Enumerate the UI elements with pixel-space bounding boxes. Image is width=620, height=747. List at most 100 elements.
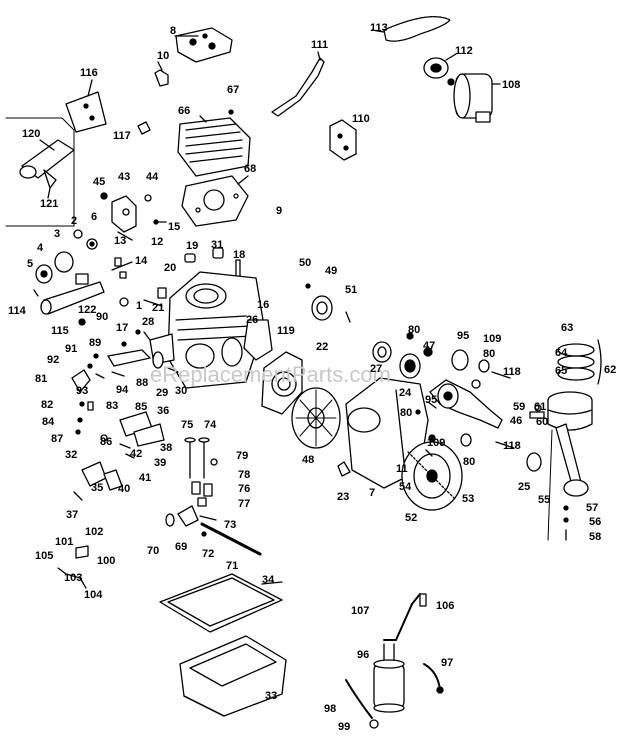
part-8-bracket xyxy=(174,27,233,63)
callout-82: 82 xyxy=(41,399,54,411)
callout-112: 112 xyxy=(455,45,473,57)
callout-74: 74 xyxy=(204,419,217,431)
callout-76: 76 xyxy=(238,483,251,495)
callout-34: 34 xyxy=(262,574,275,586)
callout-17: 17 xyxy=(116,322,129,334)
callout-119: 119 xyxy=(277,325,295,337)
callout-32: 32 xyxy=(65,449,78,461)
part-68-head-gasket xyxy=(181,175,249,227)
callout-56: 56 xyxy=(589,516,602,528)
callout-101: 101 xyxy=(55,536,74,548)
callout-45: 45 xyxy=(93,176,106,188)
part-96-filter xyxy=(373,643,405,713)
part-97-hoses xyxy=(345,663,444,729)
callout-84: 84 xyxy=(42,416,55,428)
callout-66: 66 xyxy=(178,105,191,117)
callout-92: 92 xyxy=(47,354,60,366)
callout-21: 21 xyxy=(152,302,165,314)
callout-11: 11 xyxy=(396,463,408,475)
callout-23: 23 xyxy=(337,491,350,503)
callout-7: 7 xyxy=(369,487,376,499)
part-113-belt xyxy=(371,16,451,42)
callout-90: 90 xyxy=(96,311,109,323)
callout-93: 93 xyxy=(76,385,89,397)
callout-2: 2 xyxy=(71,215,78,227)
part-120-bracket-assembly xyxy=(5,117,75,227)
callout-27: 27 xyxy=(370,363,383,375)
part-19-plugs xyxy=(119,247,241,307)
callout-102: 102 xyxy=(85,526,104,538)
callout-13: 13 xyxy=(114,235,127,247)
callout-42: 42 xyxy=(130,448,143,460)
callout-47: 47 xyxy=(423,340,436,352)
callout-35: 35 xyxy=(91,482,104,494)
watermark: eReplacementParts.com xyxy=(150,362,391,387)
callout-18: 18 xyxy=(233,249,246,261)
part-119-gasket xyxy=(243,319,273,361)
callout-10: 10 xyxy=(157,50,170,62)
callout-51: 51 xyxy=(345,284,358,296)
part-47-crank-parts xyxy=(406,332,490,415)
callout-118-b: 118 xyxy=(503,440,521,452)
callout-69: 69 xyxy=(175,541,188,553)
callout-33: 33 xyxy=(265,690,278,702)
part-63-piston-rings xyxy=(557,339,602,385)
callout-120: 120 xyxy=(22,128,41,140)
part-53-flywheel xyxy=(401,441,463,511)
part-10-clip xyxy=(154,61,169,87)
callout-28: 28 xyxy=(142,316,155,328)
callout-52: 52 xyxy=(405,512,418,524)
callout-72: 72 xyxy=(202,548,215,560)
callout-64: 64 xyxy=(555,347,568,359)
callout-40: 40 xyxy=(118,483,131,495)
callout-79: 79 xyxy=(236,450,249,462)
part-118-pin-lower xyxy=(495,441,515,449)
callout-73: 73 xyxy=(224,519,237,531)
callout-110: 110 xyxy=(352,113,370,125)
callout-97: 97 xyxy=(441,657,454,669)
callout-70: 70 xyxy=(147,545,160,557)
part-66-cylinder-head xyxy=(177,115,251,177)
callout-109-b: 109 xyxy=(427,437,446,449)
callout-49: 49 xyxy=(325,265,338,277)
callout-9: 9 xyxy=(276,205,283,217)
callout-59: 59 xyxy=(513,401,526,413)
callout-48: 48 xyxy=(302,454,315,466)
part-29-parts xyxy=(152,351,179,373)
callout-29: 29 xyxy=(156,387,169,399)
part-107-tube xyxy=(383,593,427,641)
callout-89: 89 xyxy=(89,337,102,349)
callout-108: 108 xyxy=(502,79,521,91)
callout-62: 62 xyxy=(604,364,617,376)
callout-14: 14 xyxy=(135,255,148,267)
callout-80-c: 80 xyxy=(400,407,413,419)
callout-85: 85 xyxy=(135,401,148,413)
callout-91: 91 xyxy=(65,343,78,355)
callout-122: 122 xyxy=(78,304,97,316)
callout-50: 50 xyxy=(299,257,312,269)
callout-20: 20 xyxy=(164,262,177,274)
part-117-screw xyxy=(137,121,151,135)
part-112-pulley xyxy=(423,53,457,79)
callout-107: 107 xyxy=(351,605,370,617)
callout-81: 81 xyxy=(35,373,48,385)
callout-114: 114 xyxy=(8,305,26,317)
callout-78: 78 xyxy=(238,469,251,481)
callout-118: 118 xyxy=(503,366,521,378)
callout-6: 6 xyxy=(91,211,98,223)
callout-53: 53 xyxy=(462,493,475,505)
part-67-pin xyxy=(228,109,234,115)
callout-37: 37 xyxy=(66,509,79,521)
callout-80-b: 80 xyxy=(483,348,496,360)
callout-65: 65 xyxy=(555,365,568,377)
part-116-plate xyxy=(65,79,107,133)
callout-83: 83 xyxy=(106,400,119,412)
part-13-fittings xyxy=(111,257,133,279)
callout-58: 58 xyxy=(589,531,602,543)
part-60-piston xyxy=(529,391,593,431)
callout-36: 36 xyxy=(157,405,170,417)
part-108-starter-motor xyxy=(447,73,501,123)
part-46-crankshaft xyxy=(429,379,503,429)
part-27-seal xyxy=(372,341,421,379)
